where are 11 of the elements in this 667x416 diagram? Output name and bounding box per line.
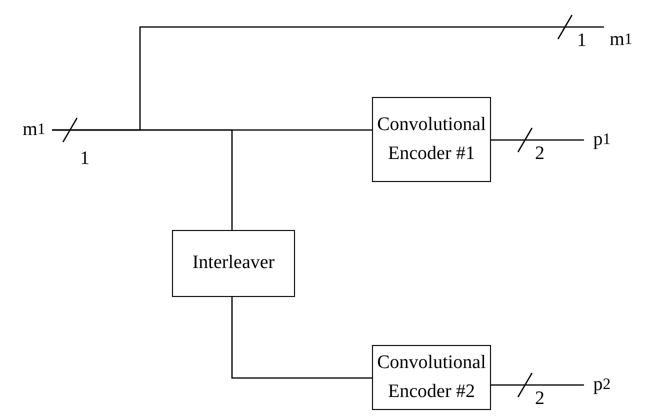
connector-line — [491, 384, 584, 386]
bus-width-label: 1 — [80, 148, 90, 170]
process-box: Convolutional Encoder #1 — [372, 97, 491, 182]
connector-line — [231, 297, 372, 379]
process-box: Convolutional Encoder #2 — [372, 345, 491, 410]
bus-width-label: 2 — [535, 388, 544, 410]
process-box: Interleaver — [172, 230, 295, 297]
bus-width-label: 1 — [577, 30, 586, 52]
connector-line — [52, 129, 233, 230]
bus-width-label: 2 — [535, 143, 544, 165]
connector-line — [491, 139, 584, 141]
